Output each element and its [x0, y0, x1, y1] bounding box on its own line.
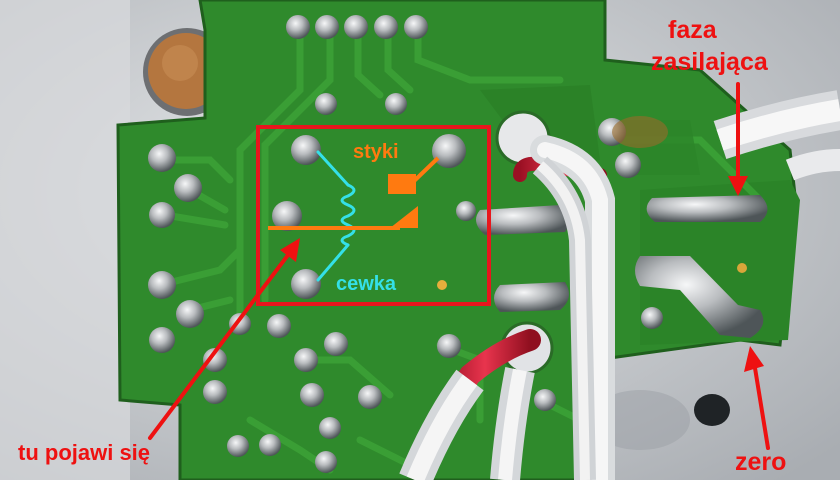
relay-highlight-box	[256, 125, 491, 306]
label-tu-pojawi-sie: tu pojawi się	[18, 440, 151, 465]
label-zasilajaca: zasilająca	[651, 48, 768, 76]
arrows	[148, 82, 770, 450]
relay-coil-symbol	[316, 150, 356, 282]
solder-blobs	[456, 195, 768, 338]
label-faza: faza	[668, 16, 717, 44]
housing-hole	[694, 394, 730, 426]
label-cewka: cewka	[336, 273, 397, 295]
label-zero: zero	[735, 448, 787, 476]
relay-contact-symbol	[268, 156, 440, 230]
header-pins	[286, 15, 428, 39]
wires	[399, 90, 840, 480]
housing-shadow	[0, 0, 130, 480]
label-styki: styki	[353, 141, 399, 163]
